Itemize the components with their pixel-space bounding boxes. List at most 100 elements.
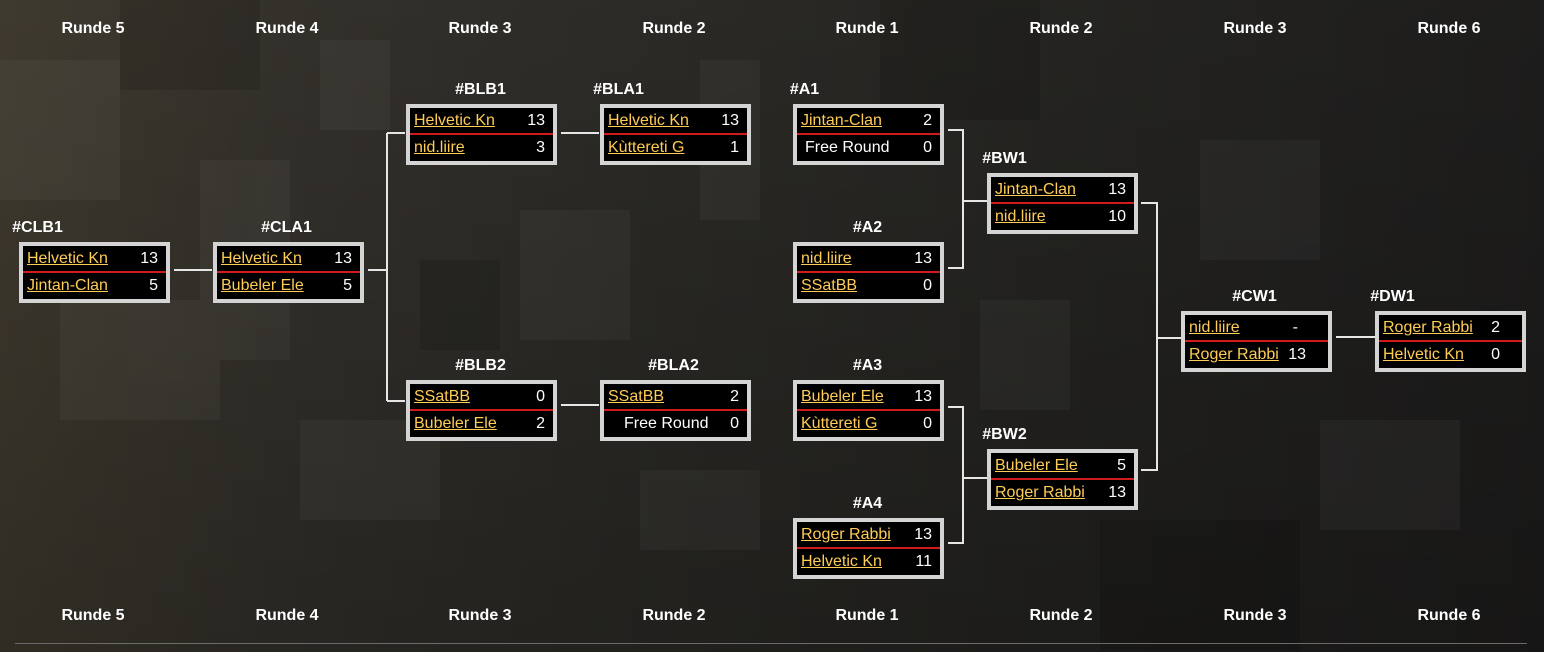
round-label: Runde 3 <box>1223 607 1287 624</box>
team-link[interactable]: Kùttereti G <box>608 139 685 156</box>
score: 0 <box>730 415 739 432</box>
match-title-a2: #A2 <box>852 219 883 236</box>
score: 13 <box>914 249 932 267</box>
match-title-a4: #A4 <box>852 495 883 512</box>
match-box-a2: nid.liire 13 SSatBB 0 <box>793 242 944 303</box>
match-title-bla1: #BLA1 <box>593 81 644 98</box>
team-link[interactable]: Roger Rabbi <box>1189 346 1279 363</box>
round-label: Runde 2 <box>642 20 706 37</box>
team-link[interactable]: Roger Rabbi <box>801 525 891 543</box>
team-link[interactable]: Helvetic Kn <box>221 249 302 267</box>
round-label: Runde 5 <box>61 607 125 624</box>
match-box-cla1: Helvetic Kn 13 Bubeler Ele 5 <box>213 242 364 303</box>
team-link[interactable]: Helvetic Kn <box>414 111 495 129</box>
match-title-a3: #A3 <box>852 357 883 374</box>
round-label: Runde 2 <box>642 607 706 624</box>
match-box-bw2: Bubeler Ele 5 Roger Rabbi 13 <box>987 449 1138 510</box>
team-link[interactable]: Kùttereti G <box>801 415 878 432</box>
round-label: Runde 3 <box>1223 20 1287 37</box>
team-link[interactable]: SSatBB <box>801 277 858 294</box>
round-label: Runde 3 <box>448 20 512 37</box>
score: 0 <box>923 139 932 156</box>
match-title-bla2: #BLA2 <box>648 357 699 374</box>
team-link[interactable]: Bubeler Ele <box>221 277 304 294</box>
match-box-clb1: Helvetic Kn 13 Jintan-Clan 5 <box>19 242 170 303</box>
score: 10 <box>1108 208 1126 225</box>
score: 1 <box>730 139 739 156</box>
team-link[interactable]: SSatBB <box>608 387 665 405</box>
score: 13 <box>527 111 545 129</box>
match-box-bw1: Jintan-Clan 13 nid.liire 10 <box>987 173 1138 234</box>
match-box-dw1: Roger Rabbi 2 Helvetic Kn 0 <box>1375 311 1526 372</box>
round-label: Runde 2 <box>1029 607 1093 624</box>
team-link[interactable]: nid.liire <box>414 139 465 156</box>
free-round-label: Free Round <box>624 415 709 432</box>
match-box-a3: Bubeler Ele 13 Kùttereti G 0 <box>793 380 944 441</box>
team-link[interactable]: Jintan-Clan <box>995 180 1076 198</box>
match-box-cw1: nid.liire - Roger Rabbi 13 <box>1181 311 1332 372</box>
round-label: Runde 4 <box>255 20 319 37</box>
team-link[interactable]: SSatBB <box>414 387 471 405</box>
score: 0 <box>923 415 932 432</box>
score: 13 <box>914 525 932 543</box>
team-link[interactable]: Helvetic Kn <box>801 553 882 570</box>
team-link[interactable]: Jintan-Clan <box>801 111 882 129</box>
round-label: Runde 1 <box>835 20 899 37</box>
score: 13 <box>1108 484 1126 501</box>
match-box-bla2: SSatBB 2 Free Round 0 <box>600 380 751 441</box>
match-title-cw1: #CW1 <box>1232 288 1277 305</box>
score: 11 <box>915 553 932 570</box>
team-link[interactable]: Bubeler Ele <box>995 456 1078 474</box>
team-link[interactable]: Helvetic Kn <box>1383 346 1464 363</box>
round-label: Runde 2 <box>1029 20 1093 37</box>
score: - <box>1292 318 1298 336</box>
match-title-a1: #A1 <box>789 81 820 98</box>
score: 2 <box>536 415 545 432</box>
round-label: Runde 3 <box>448 607 512 624</box>
round-label: Runde 6 <box>1417 20 1481 37</box>
score: 13 <box>721 111 739 129</box>
match-title-clb1: #CLB1 <box>12 219 63 236</box>
free-round-label: Free Round <box>805 139 890 156</box>
team-link[interactable]: Bubeler Ele <box>414 415 497 432</box>
score: 13 <box>140 249 158 267</box>
score: 13 <box>1108 180 1126 198</box>
match-title-bw1: #BW1 <box>982 150 1027 167</box>
match-box-a1: Jintan-Clan 2 Free Round 0 <box>793 104 944 165</box>
score: 13 <box>1288 346 1306 363</box>
score: 5 <box>1117 456 1126 474</box>
score: 0 <box>536 387 545 405</box>
score: 3 <box>536 139 545 156</box>
team-link[interactable]: Roger Rabbi <box>995 484 1085 501</box>
team-link[interactable]: nid.liire <box>1189 318 1240 336</box>
team-link[interactable]: Helvetic Kn <box>608 111 689 129</box>
team-link[interactable]: Helvetic Kn <box>27 249 108 267</box>
team-link[interactable]: Jintan-Clan <box>27 277 108 294</box>
match-box-bla1: Helvetic Kn 13 Kùttereti G 1 <box>600 104 751 165</box>
match-title-dw1: #DW1 <box>1370 288 1415 305</box>
score: 5 <box>343 277 352 294</box>
score: 0 <box>1491 346 1500 363</box>
team-link[interactable]: nid.liire <box>801 249 852 267</box>
bottom-divider <box>15 643 1527 644</box>
match-title-blb2: #BLB2 <box>455 357 506 374</box>
team-link[interactable]: nid.liire <box>995 208 1046 225</box>
team-link[interactable]: Roger Rabbi <box>1383 318 1473 336</box>
score: 13 <box>334 249 352 267</box>
score: 5 <box>149 277 158 294</box>
match-box-blb1: Helvetic Kn 13 nid.liire 3 <box>406 104 557 165</box>
team-link[interactable]: Bubeler Ele <box>801 387 884 405</box>
score: 0 <box>923 277 932 294</box>
score: 2 <box>730 387 739 405</box>
score: 13 <box>914 387 932 405</box>
score: 2 <box>1491 318 1500 336</box>
round-label: Runde 4 <box>255 607 319 624</box>
score: 2 <box>923 111 932 129</box>
round-label: Runde 1 <box>835 607 899 624</box>
match-title-bw2: #BW2 <box>982 426 1027 443</box>
match-box-a4: Roger Rabbi 13 Helvetic Kn 11 <box>793 518 944 579</box>
round-label: Runde 6 <box>1417 607 1481 624</box>
round-label: Runde 5 <box>61 20 125 37</box>
match-title-blb1: #BLB1 <box>455 81 506 98</box>
match-title-cla1: #CLA1 <box>261 219 312 236</box>
